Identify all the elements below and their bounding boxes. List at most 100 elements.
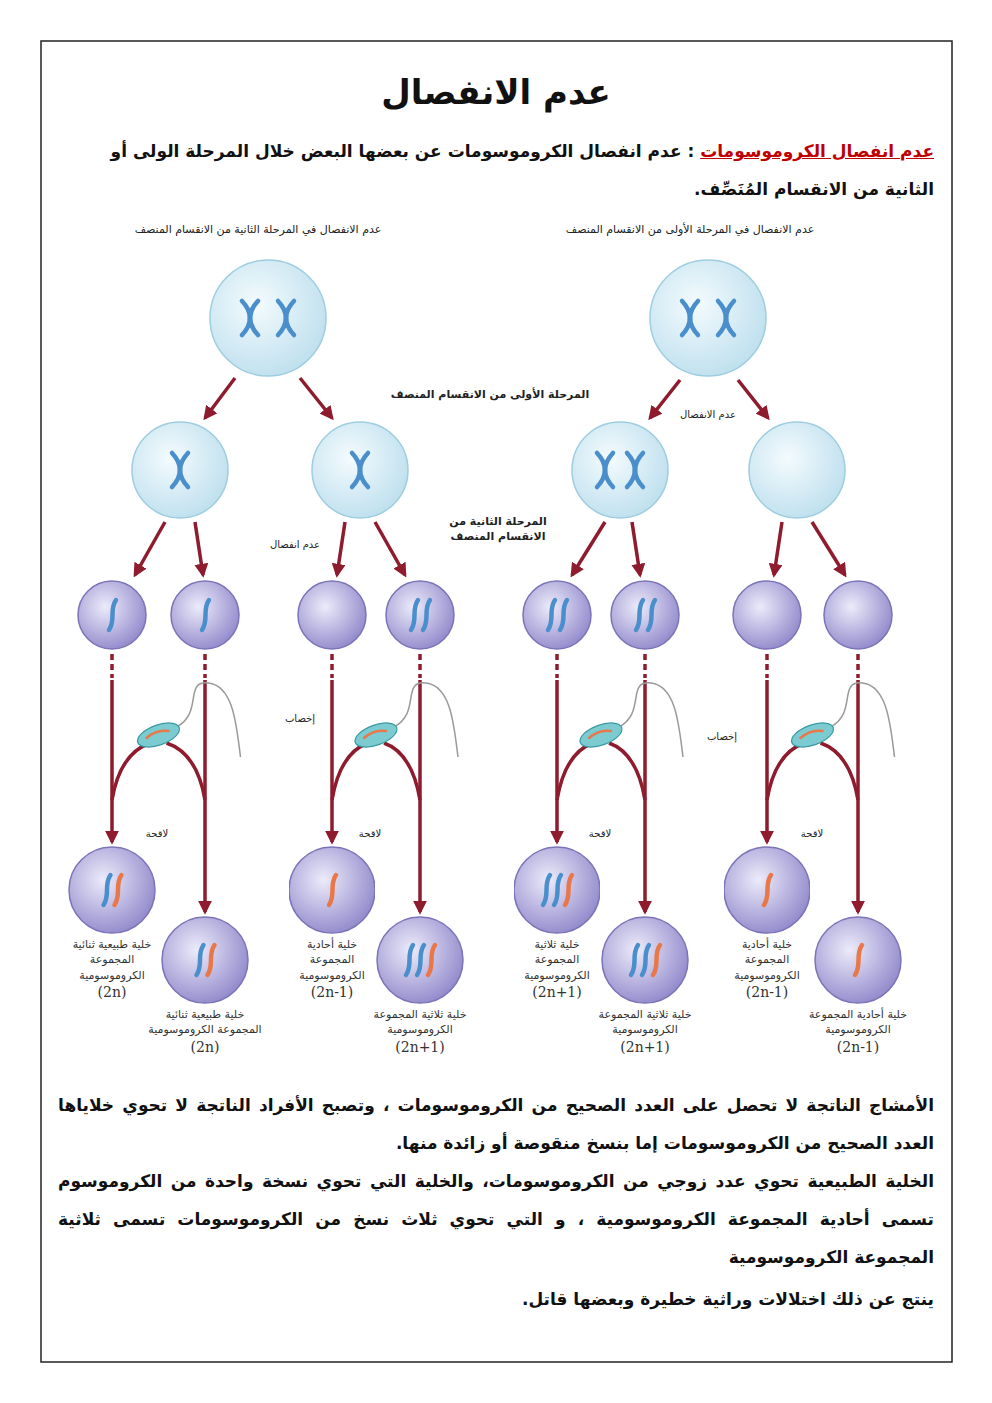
dashed-line xyxy=(110,654,114,678)
cell-outline xyxy=(162,917,248,1003)
zygote-cell: خلية ثلاثية المجموعة الكروموسومية(2n+1) xyxy=(360,915,480,1057)
sperm-branch xyxy=(767,743,805,800)
ploidy-label: (2n-1) xyxy=(798,1038,918,1058)
space xyxy=(694,141,700,161)
chromosome xyxy=(417,945,424,975)
chromosome xyxy=(855,945,862,975)
parent-cell xyxy=(210,260,326,376)
chromatid xyxy=(635,453,643,487)
chromosome xyxy=(329,875,336,905)
division-arrow xyxy=(572,522,605,575)
cell-outline xyxy=(815,917,901,1003)
sperm-branch xyxy=(384,743,420,800)
sperm-branch xyxy=(332,743,368,800)
division-arrow xyxy=(195,522,203,575)
gamete-cell xyxy=(78,581,146,649)
daughter-cell xyxy=(572,422,668,518)
gamete-cell xyxy=(733,581,801,649)
sperm-head xyxy=(352,718,400,752)
chromosome xyxy=(208,945,215,975)
paragraph: ينتج عن ذلك اختلالات وراثية خطيرة وبعضها… xyxy=(58,1280,934,1318)
fertilization-line xyxy=(555,680,559,842)
sperm-branch xyxy=(167,743,206,800)
zygote-label: لاقحة xyxy=(578,827,622,841)
title: عدم الانفصال xyxy=(60,72,932,112)
daughter-cell xyxy=(749,422,845,518)
gamete-cell xyxy=(523,581,591,649)
cell-label: خلية ثلاثية المجموعة الكروموسومية xyxy=(514,937,600,983)
chromosome xyxy=(560,600,567,630)
definition: عدم انفصال الكروموسومات : عدم انفصال الك… xyxy=(58,132,934,208)
chromosome xyxy=(202,600,209,630)
dashed-line xyxy=(555,654,559,678)
chromosome xyxy=(642,945,649,975)
stage-label: المرحلة الأولى من الانقسام المنصف xyxy=(375,388,605,403)
zygote-label: لاقحة xyxy=(348,827,392,841)
ploidy-label: (2n+1) xyxy=(514,983,600,1003)
parent-cell xyxy=(650,260,766,376)
chromatid xyxy=(726,301,734,335)
zygote-cell: خلية طبيعية ثنائية المجموعة الكروموسومية… xyxy=(67,845,157,1003)
ploidy-label: (2n-1) xyxy=(724,983,810,1003)
stage-label: المرحلة الثانية من الانقسام المنصف xyxy=(428,515,568,545)
sperm-tail xyxy=(831,683,895,757)
cell-label: خلية أحادية المجموعة الكروموسومية xyxy=(289,937,375,983)
chromatid xyxy=(360,453,368,487)
sperm-chromosome xyxy=(801,731,823,738)
panel-heading: عدم الانفصال في المرحلة الأولى من الانقس… xyxy=(530,223,850,238)
sperm-chromosome xyxy=(147,731,169,738)
division-arrow xyxy=(650,380,680,418)
cell-label: خلية طبيعية ثنائية المجموعة الكروموسومية xyxy=(145,1007,265,1038)
note-label: عدم الانفصال xyxy=(673,408,743,422)
chromosome xyxy=(411,600,418,630)
chromosome xyxy=(109,600,116,630)
paragraph: الخلية الطبيعية تحوي عدد زوجي من الكرومو… xyxy=(58,1162,934,1276)
dashed-line xyxy=(856,654,860,678)
zygote-circle xyxy=(289,845,375,935)
chromosome xyxy=(631,945,638,975)
chromatid xyxy=(180,453,188,487)
division-arrow xyxy=(205,378,235,418)
gamete-cell xyxy=(298,581,366,649)
zygote-circle xyxy=(724,845,810,935)
sperm-branch xyxy=(609,743,645,800)
daughter-cell xyxy=(312,422,408,518)
dashed-line xyxy=(418,654,422,678)
cell-label: خلية ثلاثية المجموعة الكروموسومية xyxy=(585,1007,705,1038)
dashed-line xyxy=(203,654,207,678)
chromatid xyxy=(605,453,613,487)
zygote-label: لاقحة xyxy=(790,827,834,841)
cell-outline xyxy=(377,917,463,1003)
zygote-circle xyxy=(585,915,705,1005)
division-arrow xyxy=(738,380,768,418)
chromosome xyxy=(554,875,561,905)
chromosome xyxy=(197,945,204,975)
fertilization-label: إخصاب xyxy=(278,712,322,726)
gamete-cell xyxy=(611,581,679,649)
chromatid xyxy=(250,301,258,335)
division-arrow xyxy=(135,522,165,575)
chromosome xyxy=(406,945,413,975)
sperm-head xyxy=(134,718,182,752)
division-arrow xyxy=(632,522,640,575)
division-arrow xyxy=(300,378,332,418)
page-frame xyxy=(41,41,952,1362)
gamete-cell xyxy=(171,581,239,649)
zygote-cell: خلية أحادية المجموعة الكروموسومية(2n-1) xyxy=(289,845,375,1003)
chromatid xyxy=(286,301,294,335)
zygote-circle xyxy=(798,915,918,1005)
chromosome xyxy=(636,600,643,630)
cell-outline xyxy=(289,847,375,933)
ploidy-label: (2n) xyxy=(145,1038,265,1058)
chromosome xyxy=(115,875,122,905)
chromosome xyxy=(428,945,435,975)
division-arrow xyxy=(774,522,782,575)
sperm-tail xyxy=(177,683,241,757)
ploidy-label: (2n+1) xyxy=(360,1038,480,1058)
chromosome xyxy=(104,875,111,905)
gamete-cell xyxy=(386,581,454,649)
division-arrow xyxy=(812,522,845,575)
sperm-branch xyxy=(112,743,151,800)
